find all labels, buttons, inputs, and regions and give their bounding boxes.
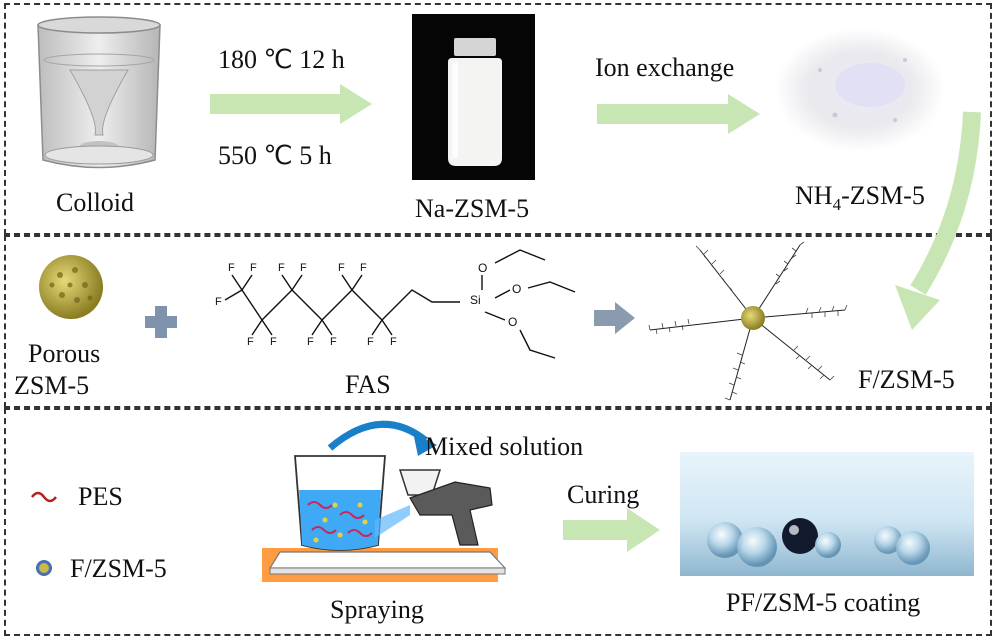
atom-label-f: F (307, 336, 314, 348)
autoclave-beaker-icon (37, 16, 161, 169)
arrow-hydrothermal-icon (210, 84, 372, 124)
pes-chain-icon (31, 491, 57, 503)
atom-label-o: O (512, 282, 522, 296)
atom-label-f: F (228, 262, 235, 274)
fzsm5-grafted-particle-icon (648, 241, 848, 401)
atom-label-f: F (247, 336, 254, 348)
fas-label: FAS (345, 370, 391, 399)
condition-temp1-label: 180 ℃ 12 h (218, 45, 345, 74)
fzsm5-label: F/ZSM-5 (858, 365, 955, 394)
nh4-prefix: NH (795, 181, 833, 210)
atom-label-f: F (360, 262, 367, 274)
nh4-zsm5-label: NH4-ZSM-5 (795, 181, 925, 215)
fzsm5-particle-legend-icon (36, 560, 52, 576)
coating-label: PF/ZSM-5 coating (726, 588, 921, 617)
nh4-subscript: 4 (832, 195, 842, 215)
arrow-grafting-icon (594, 302, 635, 334)
atom-label-o: O (478, 261, 488, 275)
arrow-curing-icon (563, 508, 660, 552)
atom-label-f: F (250, 262, 257, 274)
porous-zsm5-particle-icon (39, 255, 103, 319)
panel-coating (4, 408, 992, 636)
atom-label-f: F (215, 296, 222, 308)
curing-label: Curing (567, 480, 640, 509)
ion-exchange-label: Ion exchange (595, 53, 735, 82)
atom-label-f: F (390, 336, 397, 348)
spraying-label: Spraying (330, 595, 424, 624)
panel-functionalization (4, 235, 992, 408)
atom-label-f: F (270, 336, 277, 348)
mixed-solution-label: Mixed solution (425, 432, 584, 461)
nh4-suffix: -ZSM-5 (841, 181, 925, 210)
na-zsm5-bottle-image (412, 14, 535, 180)
colloid-label: Colloid (56, 188, 135, 217)
panel-synthesis (4, 3, 992, 235)
atom-label-f: F (278, 262, 285, 274)
fas-structure-skeleton (224, 249, 576, 359)
atom-label-f: F (300, 262, 307, 274)
porous-label-line1: Porous (28, 339, 101, 368)
arrow-ion-exchange-icon (597, 94, 760, 134)
coating-droplets-image (680, 452, 974, 576)
nh4-zsm5-powder-image (775, 28, 945, 152)
condition-temp2-label: 550 ℃ 5 h (218, 141, 332, 170)
atom-label-si: Si (470, 293, 481, 307)
na-zsm5-label: Na-ZSM-5 (415, 194, 530, 223)
atom-label-f: F (367, 336, 374, 348)
atom-label-o: O (508, 315, 518, 329)
atom-label-f: F (338, 262, 345, 274)
legend-fzsm5-label: F/ZSM-5 (70, 554, 167, 583)
arrow-functionalization-icon (895, 111, 981, 330)
porous-label-line2: ZSM-5 (14, 371, 90, 400)
atom-label-f: F (330, 336, 337, 348)
legend-pes-label: PES (78, 482, 123, 511)
plus-icon (145, 306, 177, 338)
spraying-illustration (262, 420, 507, 582)
